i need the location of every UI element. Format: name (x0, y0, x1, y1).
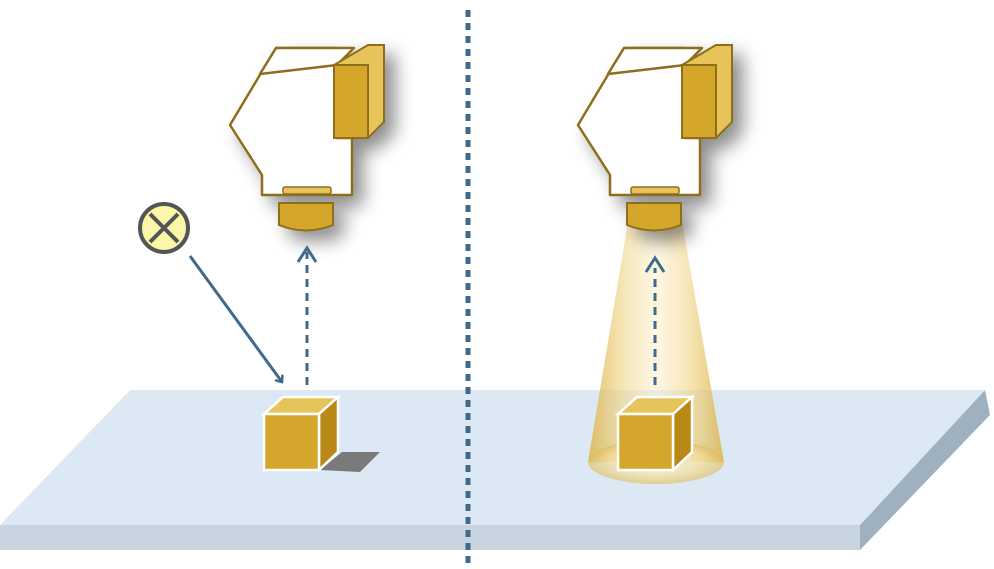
right-panel (576, 44, 733, 484)
lamp-icon (138, 202, 190, 254)
cube-icon (614, 394, 696, 473)
left-panel (138, 44, 385, 473)
cube-icon (260, 394, 342, 473)
work-surface-top (0, 390, 985, 525)
work-surface-side (860, 390, 990, 550)
camera-icon (228, 44, 385, 232)
work-surface (0, 390, 990, 550)
cube-shadow (320, 452, 380, 472)
reflected-light-arrow-head (296, 245, 318, 263)
camera-icon (576, 44, 733, 232)
work-surface-front (0, 525, 860, 550)
reflected-light-arrow-head (644, 255, 666, 273)
incident-light-arrow (188, 255, 282, 382)
